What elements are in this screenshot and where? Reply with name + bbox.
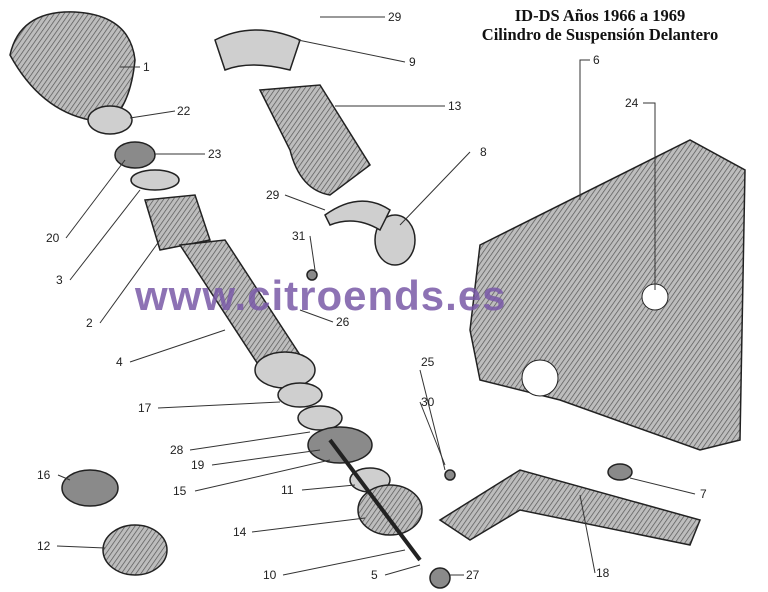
- diagram-title: ID-DS Años 1966 a 1969 Cilindro de Suspe…: [440, 6, 760, 44]
- callout-14: 14: [233, 525, 247, 539]
- callout-23: 23: [208, 147, 222, 161]
- callout-1: 1: [143, 60, 150, 74]
- callout-10: 10: [263, 568, 277, 582]
- title-line-2: Cilindro de Suspensión Delantero: [481, 25, 719, 44]
- callout-4: 4: [116, 355, 123, 369]
- callout-22: 22: [177, 104, 191, 118]
- dust-boot: [214, 29, 416, 266]
- callout-16: 16: [37, 468, 51, 482]
- callout-26: 26: [336, 315, 350, 329]
- callout-28: 28: [170, 443, 184, 457]
- callout-20: 20: [46, 231, 60, 245]
- seal-16: [61, 469, 119, 507]
- watermark: www.citroends.es: [135, 272, 507, 319]
- callout-29-mid: 29: [266, 188, 280, 202]
- callout-24: 24: [625, 96, 639, 110]
- callout-17: 17: [138, 401, 152, 415]
- callout-6: 6: [593, 53, 600, 67]
- title-line-1: ID-DS Años 1966 a 1969: [514, 6, 686, 25]
- callout-30: 30: [421, 395, 435, 409]
- bracket-18: [438, 463, 702, 546]
- callout-3: 3: [56, 273, 63, 287]
- cylinder-assembly: [114, 141, 451, 589]
- callout-8: 8: [480, 145, 487, 159]
- callout-7: 7: [700, 487, 707, 501]
- callout-29-top: 29: [388, 10, 402, 24]
- callout-13: 13: [448, 99, 462, 113]
- callout-11: 11: [281, 483, 294, 497]
- callout-27: 27: [466, 568, 480, 582]
- callout-15: 15: [173, 484, 187, 498]
- callout-18: 18: [596, 566, 610, 580]
- suspension-sphere: [9, 11, 136, 135]
- callout-9: 9: [409, 55, 416, 69]
- callout-12: 12: [37, 539, 51, 553]
- screw-30: [444, 469, 456, 481]
- cap-12: [102, 524, 168, 576]
- wheel-arch-panel: [469, 139, 746, 451]
- callout-31: 31: [292, 229, 306, 243]
- callout-5: 5: [371, 568, 378, 582]
- callout-25: 25: [421, 355, 435, 369]
- screw-31: [306, 269, 318, 281]
- callout-labels: 29 1 9 22 13 6 24 8 23 20 29 3 31 2 26 4…: [37, 10, 707, 582]
- callout-2: 2: [86, 316, 93, 330]
- callout-19: 19: [191, 458, 205, 472]
- leader-lines: [56, 16, 696, 576]
